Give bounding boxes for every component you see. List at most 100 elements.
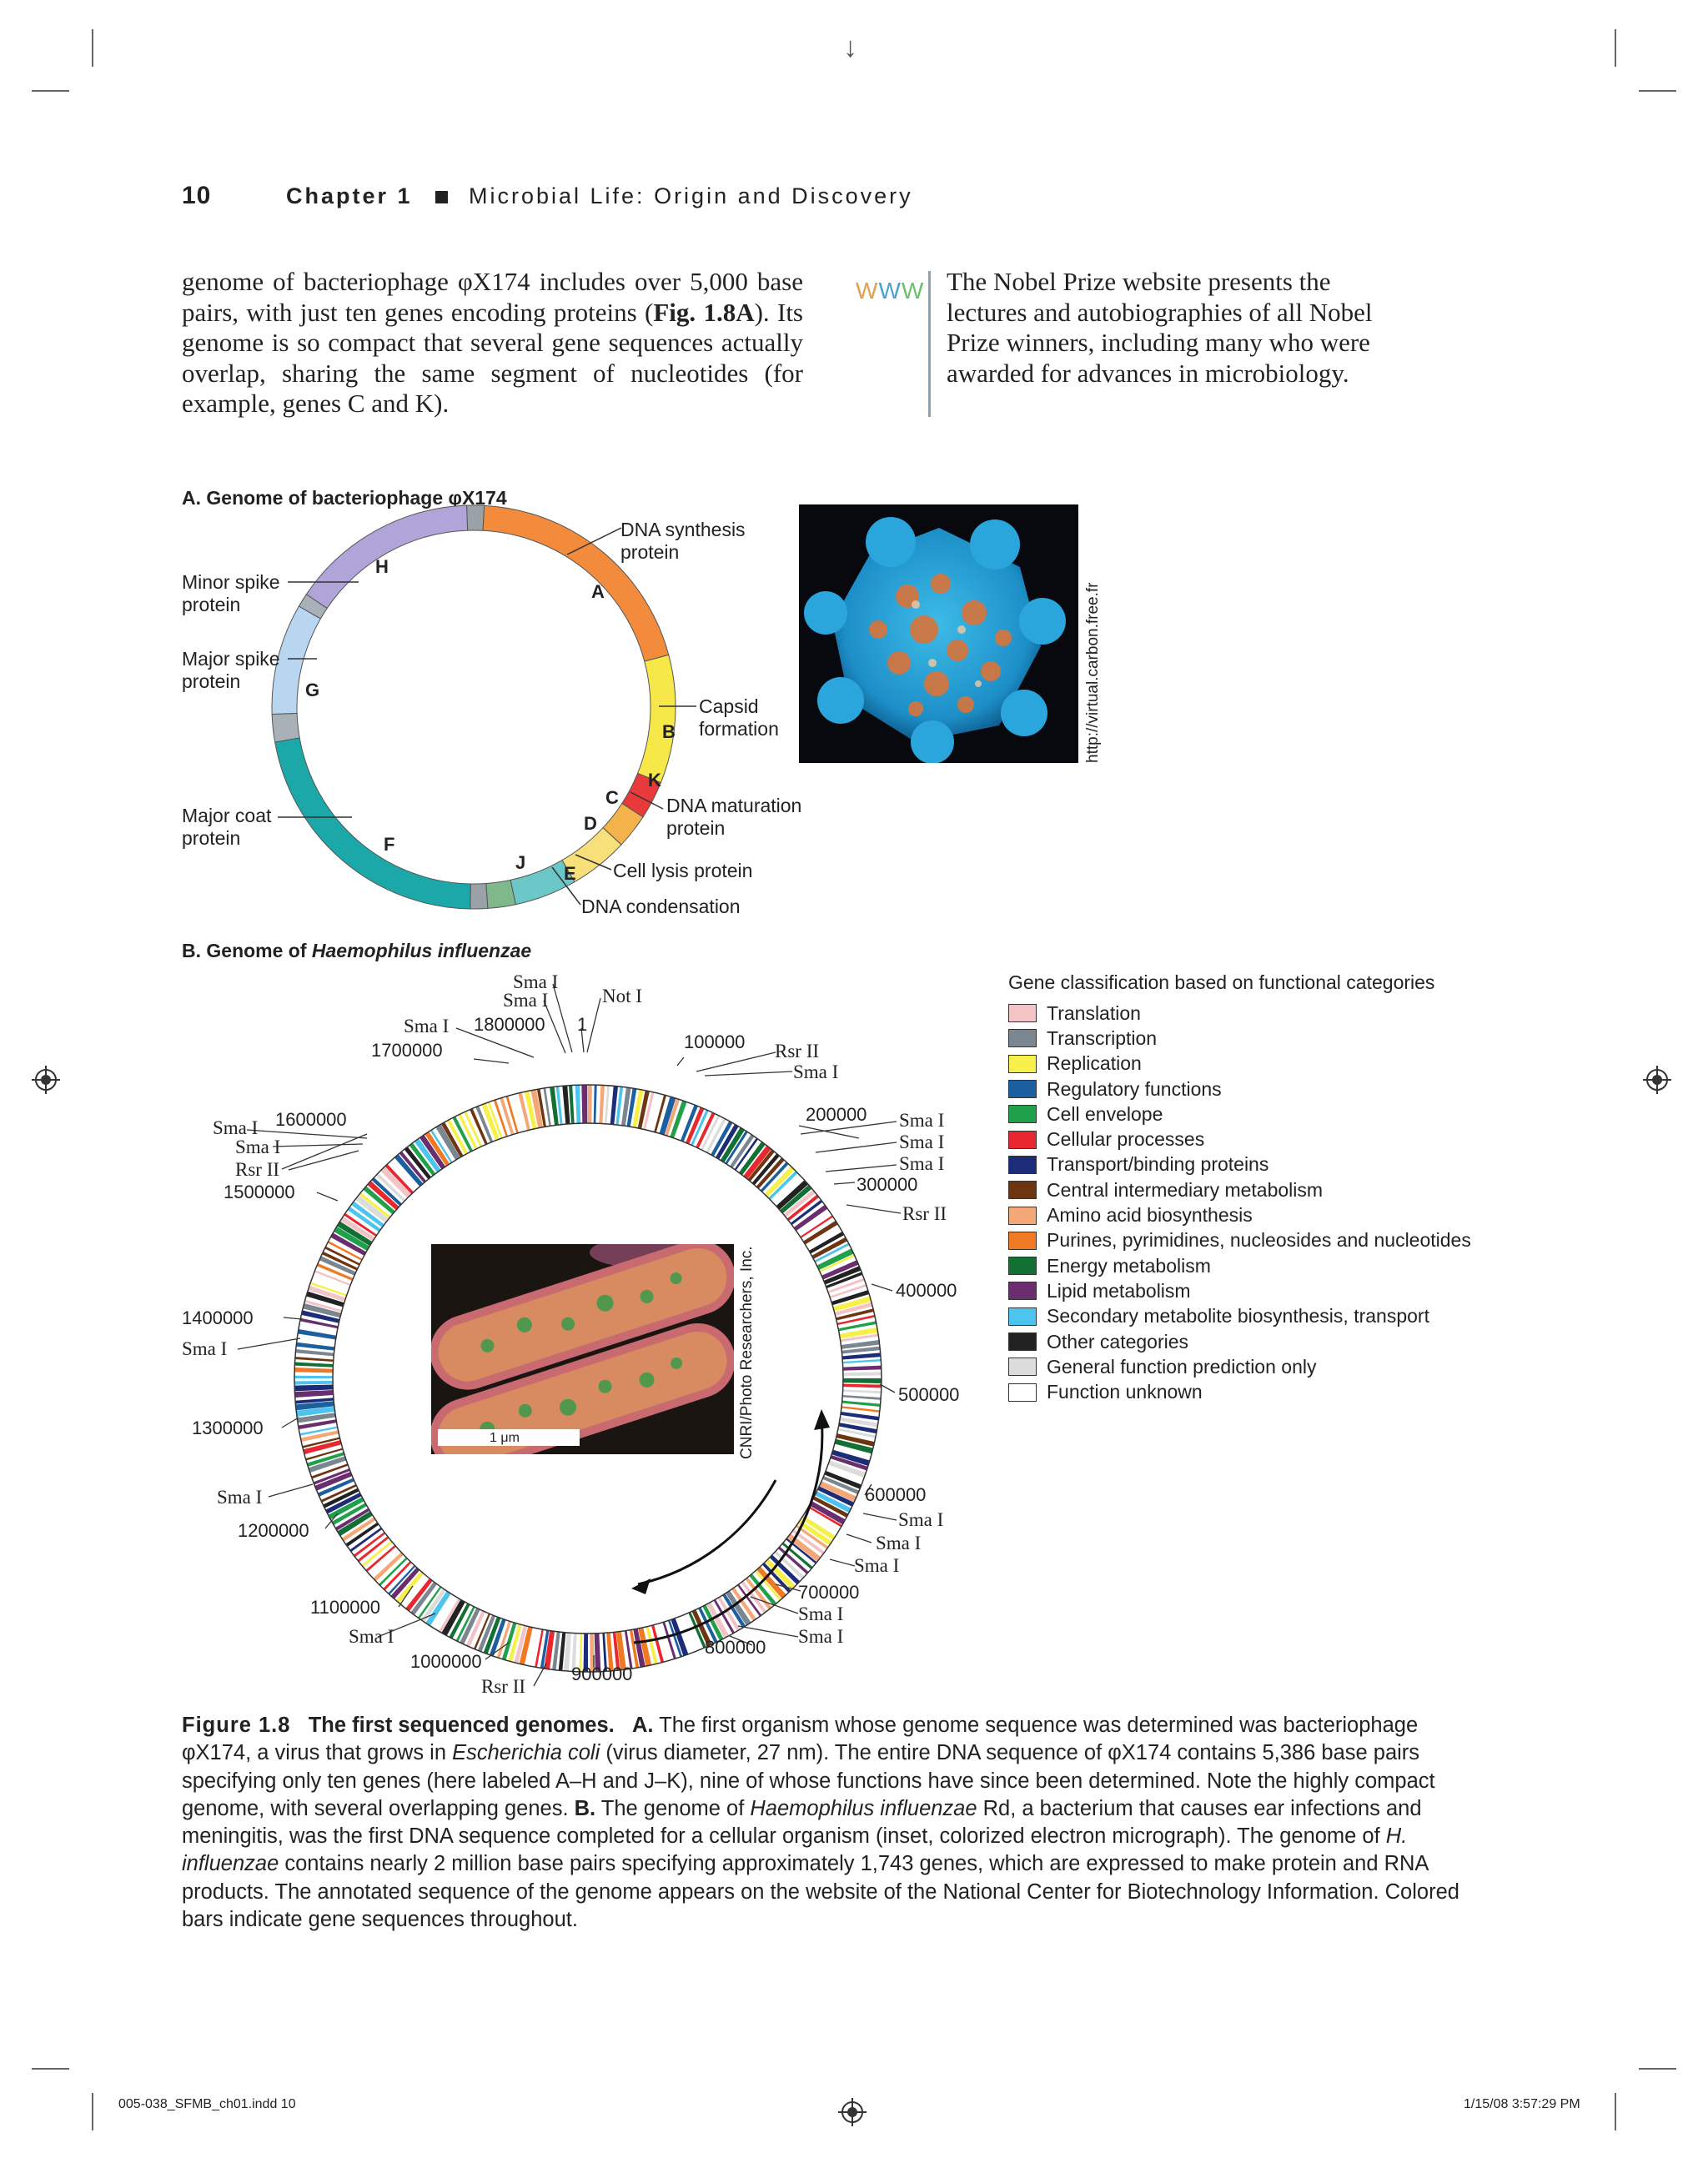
- gene-bar: [305, 1448, 344, 1461]
- gene-letter-d: D: [584, 813, 597, 834]
- gene-bar: [341, 1517, 376, 1542]
- phage-genome-ring: [271, 504, 676, 910]
- gene-bar: [464, 1111, 483, 1147]
- gene-bar: [593, 1085, 597, 1124]
- figure-a-title: A. Genome of bacteriophage φX174: [182, 487, 507, 509]
- legend-swatch: [1008, 1307, 1037, 1326]
- gene-bar: [297, 1413, 336, 1423]
- position-label: 900000: [571, 1664, 633, 1684]
- position-label: 1700000: [371, 1040, 443, 1061]
- gene-bar: [460, 1608, 480, 1645]
- gene-bar: [824, 1470, 862, 1489]
- gene-bar: [294, 1362, 334, 1368]
- gene-bar: [353, 1532, 386, 1558]
- gene-bar: [842, 1378, 882, 1383]
- gene-bar: [409, 1142, 436, 1177]
- gene-bar: [772, 1175, 804, 1206]
- gene-bar: [827, 1277, 865, 1294]
- legend-item: Replication: [1008, 1051, 1471, 1076]
- gene-bar: [814, 1242, 850, 1263]
- gene-bar: [686, 1107, 705, 1145]
- legend-swatch: [1008, 1130, 1037, 1149]
- gene-bar: [312, 1274, 349, 1292]
- gene-bar: [701, 1115, 721, 1151]
- legend-swatch: [1008, 1231, 1037, 1250]
- gene-bar: [841, 1353, 882, 1360]
- gene-bar: [308, 1285, 346, 1302]
- gene-bar: [483, 1616, 501, 1654]
- gene-bar: [365, 1544, 396, 1573]
- gene-bar: [780, 1184, 812, 1214]
- gene-bar: [363, 1186, 395, 1215]
- sidebar-note: The Nobel Prize website presents the lec…: [947, 267, 1373, 388]
- gene-bar: [776, 1180, 809, 1210]
- gene-bar: [540, 1629, 550, 1669]
- gene-bar: [568, 1085, 575, 1124]
- position-label: 1300000: [192, 1418, 264, 1438]
- gene-bar: [786, 1194, 820, 1222]
- gene-letter-a: A: [591, 581, 605, 602]
- gene-bar: [769, 1554, 801, 1585]
- gene-bar: [675, 1102, 691, 1140]
- gene-bar: [633, 1629, 646, 1668]
- gene-letter-c: C: [605, 787, 619, 808]
- gene-bar: [786, 1538, 817, 1564]
- gene-bar: [725, 1590, 751, 1626]
- gene-bar: [294, 1357, 334, 1362]
- gene-bar: [571, 1633, 577, 1672]
- gene-bar: [294, 1368, 334, 1373]
- legend-label: Transcription: [1047, 1026, 1158, 1049]
- gene-bar: [575, 1085, 581, 1124]
- gene-bar: [624, 1630, 633, 1669]
- gene-bar: [599, 1085, 605, 1124]
- gene-bar: [474, 1613, 490, 1650]
- position-label: 1000000: [410, 1651, 482, 1672]
- gene-bar: [612, 1632, 620, 1671]
- gene-bar: [842, 1358, 882, 1364]
- gene-bar: [822, 1476, 860, 1494]
- gene-bar: [475, 1106, 494, 1143]
- gene-bar: [562, 1085, 570, 1125]
- gene-letter-h: H: [375, 556, 389, 577]
- gene-bar: [299, 1324, 338, 1334]
- sidebar-rule: [928, 271, 931, 417]
- gene-bar: [550, 1087, 559, 1126]
- gene-bar: [319, 1256, 356, 1276]
- gene-bar: [594, 1633, 601, 1672]
- gene-bar: [643, 1092, 655, 1130]
- crop-mark: [1639, 90, 1676, 92]
- gene-bar: [337, 1221, 373, 1247]
- gene-bar: [389, 1158, 419, 1191]
- gene-bar: [646, 1626, 658, 1664]
- gene-bar: [518, 1092, 531, 1131]
- position-label: 700000: [798, 1582, 860, 1603]
- gene-segment: [636, 654, 676, 784]
- gene-bar: [530, 1089, 544, 1128]
- gene-bar: [296, 1342, 335, 1351]
- crop-mark: [32, 2068, 69, 2070]
- gene-bar: [558, 1632, 566, 1671]
- gene-bar: [706, 1117, 726, 1154]
- figure-b-title: B. Genome of Haemophilus influenzae: [182, 940, 532, 961]
- gene-bar: [842, 1372, 882, 1376]
- running-head-chapter: Chapter 1: [286, 183, 413, 208]
- gene-bar: [730, 1134, 755, 1168]
- legend-swatch: [1008, 1181, 1037, 1200]
- body-paragraph: genome of bacteriophage φX174 includes o…: [182, 267, 803, 418]
- gene-bar: [629, 1629, 640, 1669]
- gene-bar: [829, 1283, 867, 1298]
- gene-bar: [458, 1113, 478, 1150]
- gene-bar: [303, 1302, 342, 1318]
- gene-bar: [836, 1433, 875, 1447]
- gene-bar: [806, 1226, 841, 1248]
- gene-bar: [796, 1210, 831, 1235]
- gene-bar: [441, 1599, 465, 1636]
- gene-bar: [793, 1204, 828, 1232]
- legend-label: Purines, pyrimidines, nucleosides and nu…: [1047, 1229, 1471, 1252]
- gene-bar: [299, 1317, 339, 1329]
- position-label: 1100000: [310, 1597, 381, 1618]
- gene-bar: [811, 1237, 848, 1259]
- gene-bar: [410, 1581, 438, 1615]
- legend-label: Lipid metabolism: [1047, 1279, 1191, 1302]
